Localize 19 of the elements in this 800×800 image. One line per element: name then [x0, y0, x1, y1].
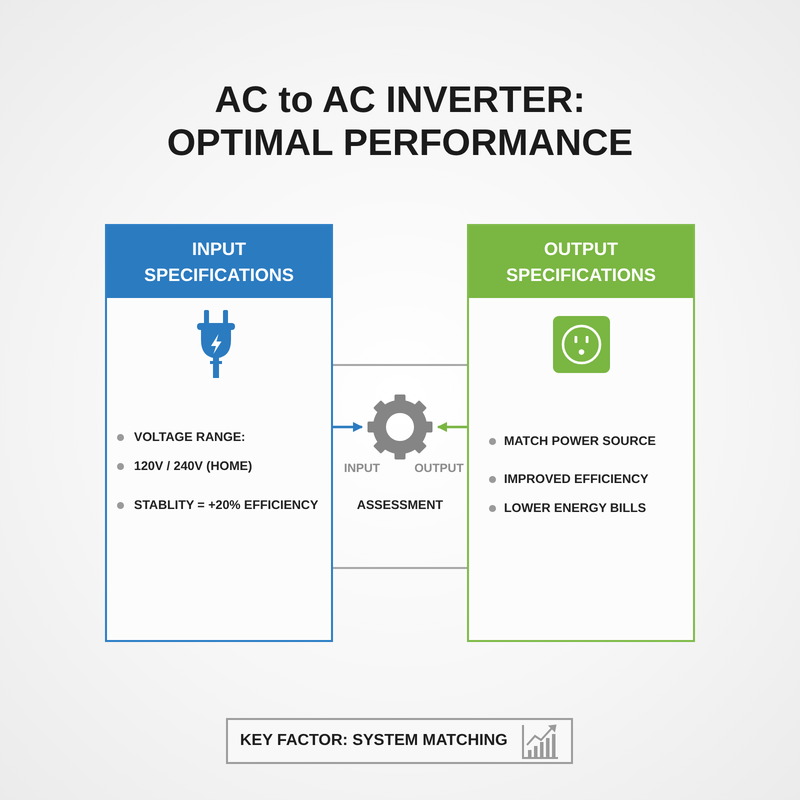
caption-text: INPUT: [344, 461, 380, 475]
bullet-text: MATCH POWER SOURCE: [504, 433, 656, 449]
bullet-text: IMPROVED EFFICIENCY: [504, 471, 648, 487]
gear-icon: [366, 393, 434, 461]
spec-panel: [467, 224, 695, 642]
section-label: ASSESSMENT: [356, 497, 444, 513]
panel-header: OUTPUT SPECIFICATIONS: [469, 226, 693, 298]
title: AC to AC INVERTER: OPTIMAL PERFORMANCE: [166, 78, 634, 164]
key-factor-box: [226, 718, 573, 764]
bullet-text: STABLITY = +20% EFFICIENCY: [134, 497, 318, 513]
spec-panel: [105, 224, 333, 642]
bullet-text: 120V / 240V (HOME): [134, 458, 252, 474]
bullet-text: VOLTAGE RANGE:: [134, 429, 246, 445]
arrow: [333, 422, 363, 432]
bullet-text: LOWER ENERGY BILLS: [504, 500, 646, 516]
key-factor-text: KEY FACTOR: SYSTEM MATCHING: [240, 731, 508, 751]
panel-header: INPUT SPECIFICATIONS: [107, 226, 331, 298]
arrow: [437, 422, 467, 432]
caption-text: OUTPUT: [414, 461, 464, 475]
